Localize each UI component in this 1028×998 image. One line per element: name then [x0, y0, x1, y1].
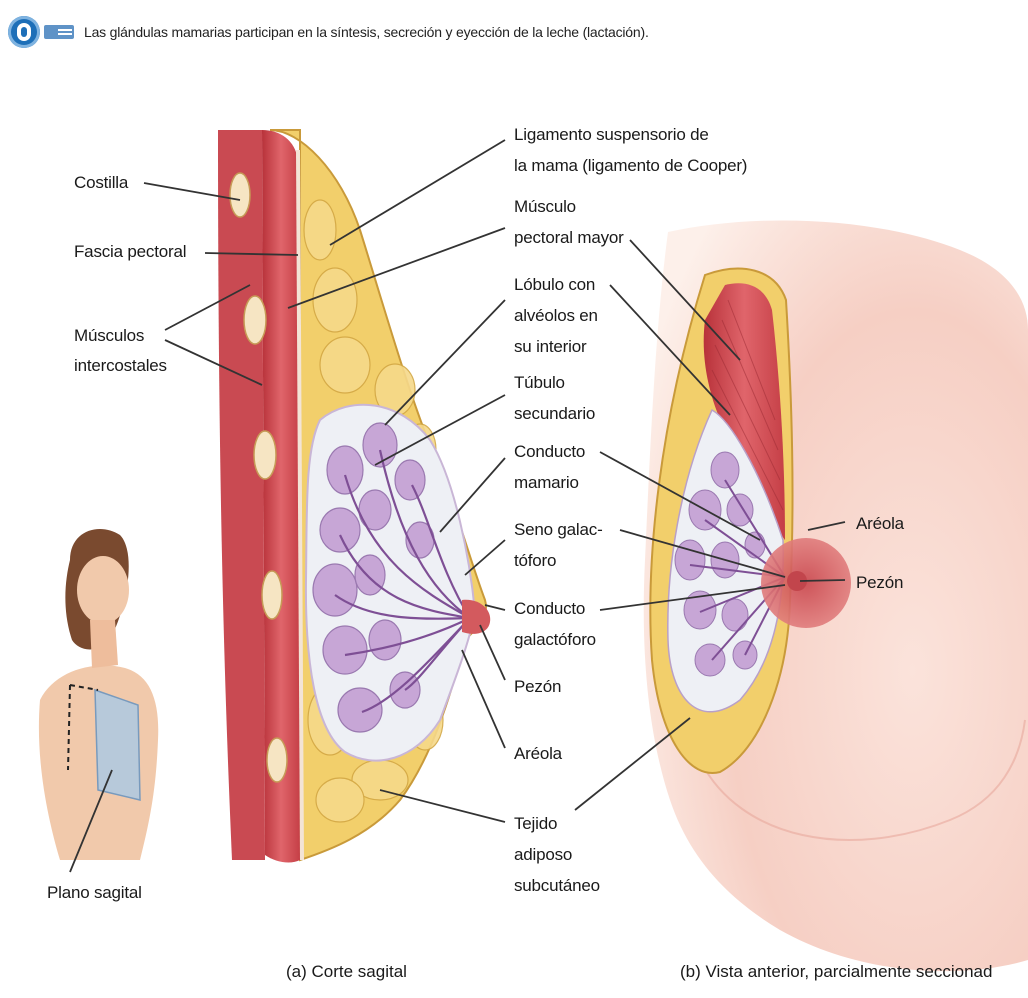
label-pezon-anterior: Pezón — [856, 572, 903, 593]
label-conducto-mamario-2: mamario — [514, 472, 579, 493]
label-conducto-galactoforo-2: galactóforo — [514, 629, 596, 650]
label-seno-galactoforo-1: Seno galac- — [514, 519, 603, 540]
label-tejido-1: Tejido — [514, 813, 557, 834]
label-musculos-intercostales-1: Músculos — [74, 325, 144, 346]
face — [77, 556, 129, 624]
label-lobulo-3: su interior — [514, 336, 586, 357]
label-pezon-sagital: Pezón — [514, 676, 561, 697]
caption-sagittal: (a) Corte sagital — [286, 962, 407, 982]
chest-wall — [218, 130, 265, 860]
woman-figure — [39, 529, 158, 860]
caption-anterior: (b) Vista anterior, parcialmente seccion… — [680, 962, 1028, 982]
label-musculo-1: Músculo — [514, 196, 576, 217]
label-conducto-mamario-1: Conducto — [514, 441, 585, 462]
label-musculos-intercostales-2: intercostales — [74, 355, 167, 376]
label-tejido-2: adiposo — [514, 844, 572, 865]
label-tejido-3: subcutáneo — [514, 875, 600, 896]
label-tubulo-1: Túbulo — [514, 372, 565, 393]
neck — [90, 620, 118, 668]
label-costilla: Costilla — [74, 172, 128, 193]
label-musculo-2: pectoral mayor — [514, 227, 624, 248]
label-areola-sagital: Aréola — [514, 743, 562, 764]
sagittal-plane-marker — [95, 690, 140, 800]
label-plano-sagital: Plano sagital — [47, 882, 142, 903]
label-areola-anterior: Aréola — [856, 513, 904, 534]
label-lobulo-2: alvéolos en — [514, 305, 598, 326]
label-ligamento-2: la mama (ligamento de Cooper) — [514, 155, 747, 176]
label-fascia-pectoral: Fascia pectoral — [74, 241, 186, 262]
label-ligamento-1: Ligamento suspensorio de — [514, 124, 709, 145]
label-lobulo-1: Lóbulo con — [514, 274, 595, 295]
sagittal-section — [218, 130, 490, 862]
label-conducto-galactoforo-1: Conducto — [514, 598, 585, 619]
label-seno-galactoforo-2: tóforo — [514, 550, 556, 571]
label-tubulo-2: secundario — [514, 403, 595, 424]
